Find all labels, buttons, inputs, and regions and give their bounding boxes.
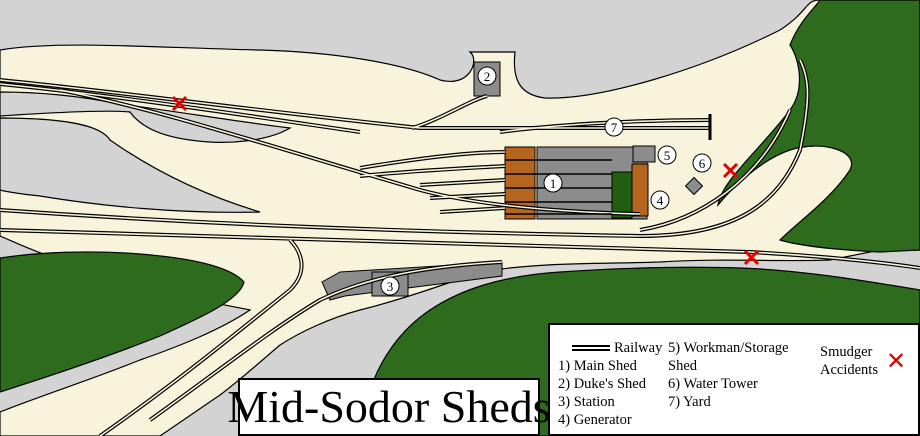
map-title-box: Mid-Sodor Sheds (227, 378, 551, 436)
marker-7: 7 (604, 117, 624, 137)
generator-building (611, 171, 633, 219)
legend-smudger-line2: Accidents (820, 362, 878, 378)
marker-3: 3 (380, 276, 400, 296)
red-cross-icon: ✕ (885, 347, 907, 375)
marker-6-label: 6 (699, 156, 706, 171)
marker-4-label: 4 (657, 193, 664, 208)
legend-smudger: Smudger Accidents ✕ (820, 343, 906, 379)
marker-2: 2 (477, 66, 497, 86)
marker-7-label: 7 (611, 120, 618, 135)
marker-3-label: 3 (387, 279, 394, 294)
map-title: Mid-Sodor Sheds (227, 381, 551, 432)
station-platform (321, 261, 503, 301)
legend-smudger-text: Smudger Accidents (820, 343, 878, 379)
legend-item: 7) Yard (668, 394, 711, 410)
marker-1: 1 (543, 173, 563, 193)
railway-line-icon (572, 345, 610, 351)
legend-smudger-line1: Smudger (820, 344, 873, 360)
marker-5-label: 5 (664, 148, 671, 163)
marker-5: 5 (657, 145, 677, 165)
legend-railway-row: Railway (558, 339, 662, 357)
legend-item: 3) Station (558, 394, 615, 410)
legend-railway-label: Railway (614, 340, 663, 356)
marker-1-label: 1 (550, 176, 557, 191)
water-lower-left (0, 117, 261, 213)
legend-item: Shed (668, 358, 697, 374)
marker-2-label: 2 (484, 69, 491, 84)
legend-item: 4) Generator (558, 412, 632, 428)
legend-item: 6) Water Tower (668, 376, 758, 392)
grass-right-upper (717, 0, 920, 253)
accident-cross-3 (743, 249, 760, 266)
generator-annex (631, 163, 649, 217)
legend-item: 2) Duke's Shed (558, 376, 646, 392)
legend-column-2: 5) Workman/Storage Shed 6) Water Tower 7… (668, 339, 818, 411)
marker-4: 4 (650, 190, 670, 210)
water-tower-building (684, 176, 704, 196)
grass-left (0, 251, 245, 393)
map-legend: Railway 1) Main Shed 2) Duke's Shed 3) S… (548, 323, 920, 436)
accident-cross-2 (722, 162, 739, 179)
legend-column-1: Railway 1) Main Shed 2) Duke's Shed 3) S… (558, 339, 662, 429)
workman-shed-building (632, 145, 656, 163)
marker-6: 6 (692, 153, 712, 173)
accident-cross-1 (171, 95, 188, 112)
legend-item: 1) Main Shed (558, 358, 637, 374)
legend-item: 5) Workman/Storage (668, 340, 789, 356)
